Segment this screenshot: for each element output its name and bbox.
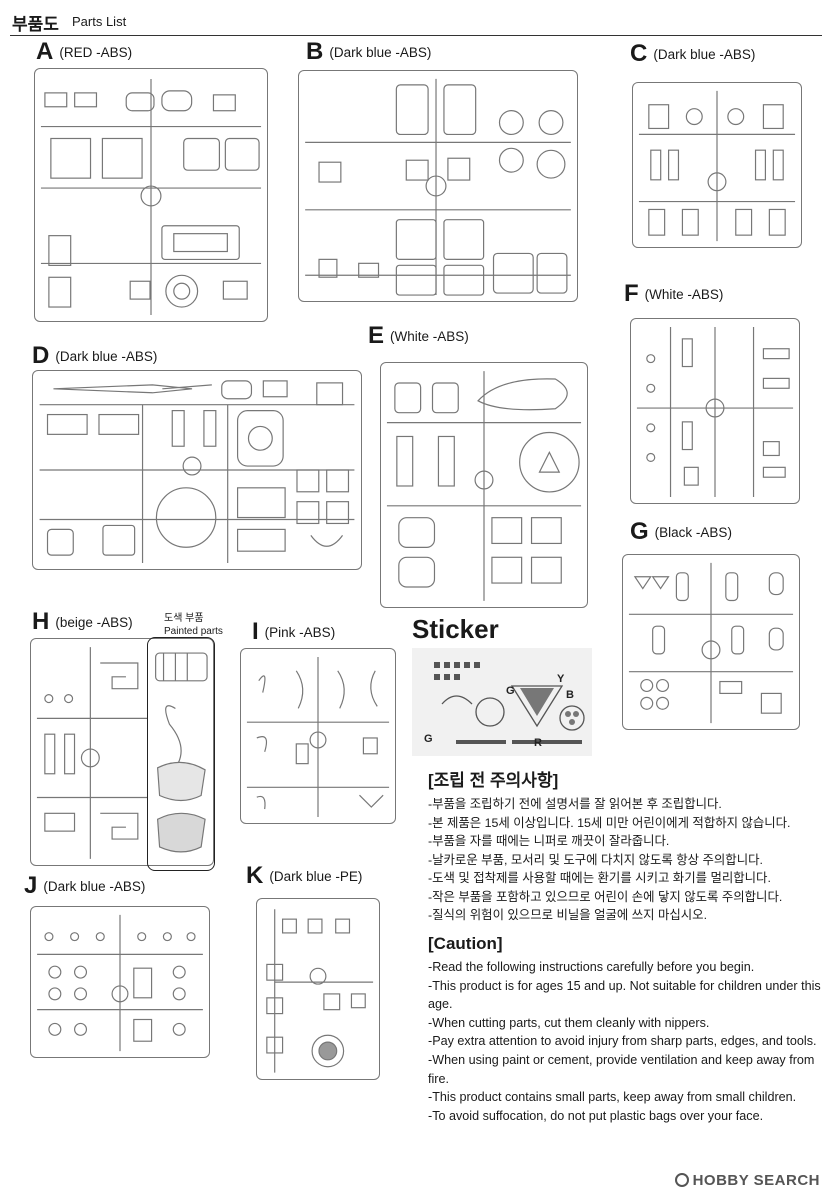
sticker-letter-g: G (506, 685, 515, 697)
runner-material: (Dark blue -ABS) (55, 348, 158, 364)
precaution-line: -질식의 위험이 있으므로 비닐을 얼굴에 쓰지 마십시오. (428, 908, 708, 922)
sprue-d-illustration (39, 380, 355, 564)
runner-material: (Dark blue -ABS) (329, 44, 432, 60)
precautions-heading-ko: [조립 전 주의사항] (428, 771, 559, 790)
caution-line: -This product is for ages 15 and up. Not… (428, 978, 821, 1012)
runner-f-drawing (630, 318, 800, 504)
runner-label-j: J (Dark blue -ABS) (24, 872, 145, 900)
runner-label-a: A (RED -ABS) (36, 38, 132, 66)
caution-line: -Read the following instructions careful… (428, 960, 755, 974)
runner-letter: I (252, 618, 259, 645)
caution-en: [Caution] -Read the following instructio… (428, 934, 824, 1125)
runner-label-f: F (White -ABS) (624, 280, 723, 308)
runner-b-drawing (298, 70, 578, 302)
runner-letter: G (630, 518, 649, 545)
header-divider (10, 35, 822, 36)
precaution-line: -작은 부품을 포함하고 있으므로 어린이 손에 닿지 않도록 주의합니다. (428, 889, 783, 904)
runner-label-g: G (Black -ABS) (630, 518, 732, 546)
sticker-letter-y: Y (557, 673, 565, 685)
painted-parts-label-en: Painted parts (164, 626, 223, 637)
precaution-line: -도색 및 접착제를 사용할 때에는 환기를 시키고 화기를 멀리합니다. (428, 871, 771, 885)
runner-h-drawing (30, 638, 214, 866)
caution-line: -Pay extra attention to avoid injury fro… (428, 1034, 817, 1049)
precaution-line: -날카로운 부품, 모서리 및 도구에 다치지 않도록 항상 주의합니다. (428, 852, 763, 867)
painted-parts-note: 도색 부품 Painted parts (164, 612, 223, 638)
runner-material: (Dark blue -ABS) (653, 46, 756, 62)
runner-material: (RED -ABS) (59, 44, 133, 60)
runner-letter: B (306, 38, 324, 65)
sprue-e-illustration (386, 371, 582, 601)
sprue-h-illustration (36, 647, 208, 859)
watermark-text: HOBBY SEARCH (692, 1172, 820, 1189)
runner-e-drawing (380, 362, 588, 608)
painted-parts-highlight (147, 637, 215, 871)
runner-k-drawing (256, 898, 380, 1080)
runner-letter: J (24, 872, 38, 899)
runner-a-drawing (34, 68, 268, 322)
sprue-k-illustration (266, 909, 374, 1073)
runner-letter: H (32, 608, 50, 635)
sprue-j-illustration (37, 914, 203, 1052)
runner-letter: A (36, 38, 54, 65)
runner-material: (Dark blue -PE) (269, 868, 363, 884)
caution-line: -This product contains small parts, keep… (428, 1090, 797, 1105)
sticker-sheet: G Y R B G (412, 648, 592, 756)
runner-label-e: E (White -ABS) (368, 322, 469, 350)
hobbysearch-watermark: HOBBY SEARCH (674, 1172, 820, 1189)
runner-material: (Pink -ABS) (264, 624, 336, 640)
precaution-line: -부품을 조립하기 전에 설명서를 잘 읽어본 후 조립합니다. (428, 797, 722, 811)
sticker-letter-b: B (566, 689, 574, 701)
precaution-line: -본 제품은 15세 이상입니다. 15세 미만 어린이에게 적합하지 않습니다… (428, 815, 791, 830)
caution-line: -To avoid suffocation, do not put plasti… (428, 1108, 764, 1123)
runner-j-drawing (30, 906, 210, 1058)
sprue-f-illustration (636, 327, 794, 497)
sticker-title: Sticker (412, 614, 499, 644)
runner-label-b: B (Dark blue -ABS) (306, 38, 431, 66)
runner-label-i: I (Pink -ABS) (252, 618, 335, 646)
runner-i-drawing (240, 648, 396, 824)
caution-heading-en: [Caution] (428, 934, 503, 953)
sticker-letter-r: R (534, 737, 542, 749)
assembly-precautions-ko: [조립 전 주의사항] -부품을 조립하기 전에 설명서를 잘 읽어본 후 조립… (428, 766, 824, 925)
sprue-b-illustration (305, 78, 571, 296)
sticker-sheet-illustration: G Y R B G (424, 662, 585, 749)
painted-parts-label-ko: 도색 부품 (164, 613, 204, 624)
runner-material: (Dark blue -ABS) (43, 878, 146, 894)
runner-letter: K (246, 862, 264, 889)
runner-material: (White -ABS) (390, 328, 469, 344)
runner-letter: E (368, 322, 385, 349)
sticker-letter-g2: G (424, 733, 433, 745)
runner-letter: C (630, 40, 648, 67)
runner-letter: F (624, 280, 639, 307)
runner-g-drawing (622, 554, 800, 730)
page-header: 부품도 Parts List (0, 0, 832, 40)
runner-letter: D (32, 342, 50, 369)
runner-material: (White -ABS) (644, 286, 724, 302)
page-title: 부품도 (12, 15, 59, 34)
sprue-c-illustration (638, 90, 796, 242)
caution-line: -When cutting parts, cut them cleanly wi… (428, 1015, 710, 1030)
hobbysearch-logo-icon (674, 1173, 689, 1187)
runner-label-k: K (Dark blue -PE) (246, 862, 362, 890)
runner-material: (Black -ABS) (654, 524, 732, 540)
precaution-line: -부품을 자를 때에는 니퍼로 깨끗이 잘라줍니다. (428, 834, 670, 848)
runner-label-h: H (beige -ABS) (32, 608, 133, 636)
page-subtitle: Parts List (72, 14, 127, 29)
sprue-i-illustration (246, 657, 390, 817)
runner-c-drawing (632, 82, 802, 248)
runner-d-drawing (32, 370, 362, 570)
caution-line: -When using paint or cement, provide ven… (428, 1052, 815, 1086)
sprue-g-illustration (628, 562, 794, 724)
runner-label-c: C (Dark blue -ABS) (630, 40, 755, 68)
runner-label-d: D (Dark blue -ABS) (32, 342, 157, 370)
sprue-a-illustration (40, 79, 262, 315)
runner-material: (beige -ABS) (55, 614, 133, 630)
